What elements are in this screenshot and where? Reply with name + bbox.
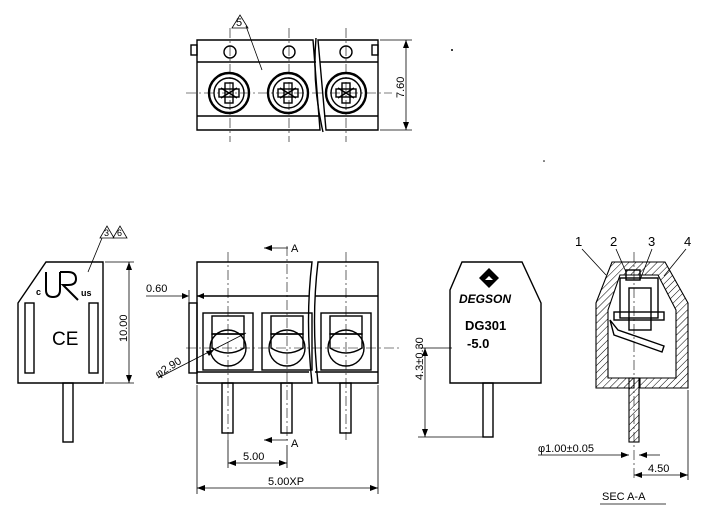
side-pin [62,382,74,443]
svg-text:5.00: 5.00 [243,451,264,463]
ce-mark: CE [52,329,78,350]
svg-text:5.00XP: 5.00XP [268,476,304,488]
svg-text:10.00: 10.00 [118,314,130,342]
svg-text:2: 2 [610,234,617,249]
back-pin [482,382,494,438]
callout-4: 4 [663,234,691,277]
note-triangle-5: 5 [231,14,263,71]
front-body-left [196,261,313,384]
degson-logo-icon [479,268,499,288]
back-body [449,261,542,384]
wire-spring [609,319,665,353]
top-view-body-right [317,39,379,131]
svg-text:4.50: 4.50 [648,463,669,475]
top-view-body-left [196,39,321,131]
dim-screw-dia: φ2.90 [153,332,247,381]
svg-text:φ1.00±0.05: φ1.00±0.05 [538,443,594,455]
model-line-1: DG301 [465,318,506,333]
side-body [17,261,104,384]
svg-text:A: A [291,243,299,255]
clamp-box [619,277,659,319]
model-line-2: -5.0 [467,336,489,351]
dim-pin-offset: 4.50 [634,390,689,480]
dim-overall: 5.00XP [196,385,379,494]
callout-1: 1 [575,234,607,276]
dim-height-top: 7.60 [380,39,412,131]
callout-3: 3 [639,234,655,281]
note-triangles-3-6: 3 6 [87,225,128,273]
svg-text:0.60: 0.60 [146,283,167,295]
dim-pitch: 5.00 [227,440,288,468]
section-view: 1 2 3 4 φ1.00±0.05 4.50 [538,234,691,505]
svg-text:5: 5 [236,17,242,29]
dim-pin-height: 4.3±0.30 [414,337,483,438]
svg-text:3: 3 [648,234,655,249]
pin-3 [339,382,352,434]
side-view: c us CE 3 6 10.00 [17,225,134,443]
dim-height-side: 10.00 [105,261,134,384]
ul-mark: c us [36,271,92,301]
svg-text:3: 3 [104,228,109,238]
svg-text:us: us [81,288,92,298]
back-view: DEGSON DG301 -5.0 4.3±0.30 [414,261,542,438]
break-line [314,37,324,133]
callout-2: 2 [610,234,627,273]
pin-2 [280,382,293,434]
svg-text:4.3±0.30: 4.3±0.30 [414,337,426,380]
front-body-right [313,261,379,384]
brand-text: DEGSON [459,292,511,306]
section-mark-bottom: A [264,437,299,450]
svg-text:φ2.90: φ2.90 [153,355,184,380]
svg-text:6: 6 [117,228,122,238]
svg-text:7.60: 7.60 [395,77,407,98]
svg-text:c: c [36,287,41,297]
top-view: 5 7.60 [186,14,412,142]
screw-body [628,287,652,331]
pin-1 [221,382,234,434]
section-mark-top: A [264,243,299,255]
section-caption: SEC A-A [600,491,666,505]
dim-wall: 0.60 [146,283,210,304]
svg-text:SEC A-A: SEC A-A [602,491,646,503]
svg-text:1: 1 [575,234,582,249]
svg-text:A: A [291,438,299,450]
section-housing [595,261,689,389]
front-view: A A 0.60 φ2.90 5.00 [146,243,400,494]
svg-text:4: 4 [684,234,691,249]
dim-pin-dia: φ1.00±0.05 [538,443,660,458]
